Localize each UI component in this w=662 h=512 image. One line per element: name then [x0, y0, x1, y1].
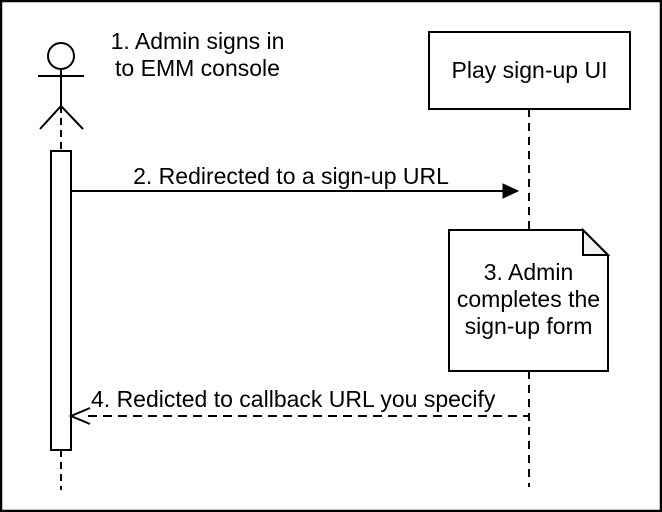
actor-caption-line1: 1. Admin signs in — [110, 28, 285, 54]
actor-left-leg — [39, 105, 62, 130]
actor-caption: 1. Admin signs in to EMM console — [95, 28, 300, 82]
message-2-arrow — [71, 183, 520, 199]
actor-head — [47, 42, 75, 70]
arrowhead-open-icon — [68, 407, 91, 425]
message-4-label: 4. Redicted to callback URL you specify — [91, 386, 496, 412]
note-line3: sign-up form — [464, 313, 593, 339]
participant-label: Play sign-up UI — [451, 57, 608, 83]
participant-box — [428, 31, 631, 110]
activation-bar-admin — [50, 150, 72, 451]
message-4-arrow — [68, 407, 529, 425]
note-fold-icon — [582, 227, 611, 256]
actor-caption-line2: to EMM console — [115, 55, 280, 81]
note-shape — [448, 227, 611, 372]
actor-icon — [38, 42, 84, 152]
actor-right-leg — [60, 105, 84, 130]
note-label: 3. Admin completes the sign-up form — [449, 259, 608, 340]
arrowhead-filled-icon — [502, 183, 520, 199]
note-line1: 3. Admin — [483, 259, 574, 285]
message-2-label: 2. Redirected to a sign-up URL — [133, 163, 449, 189]
note-line2: completes the — [456, 286, 601, 312]
note-outline — [448, 229, 609, 372]
